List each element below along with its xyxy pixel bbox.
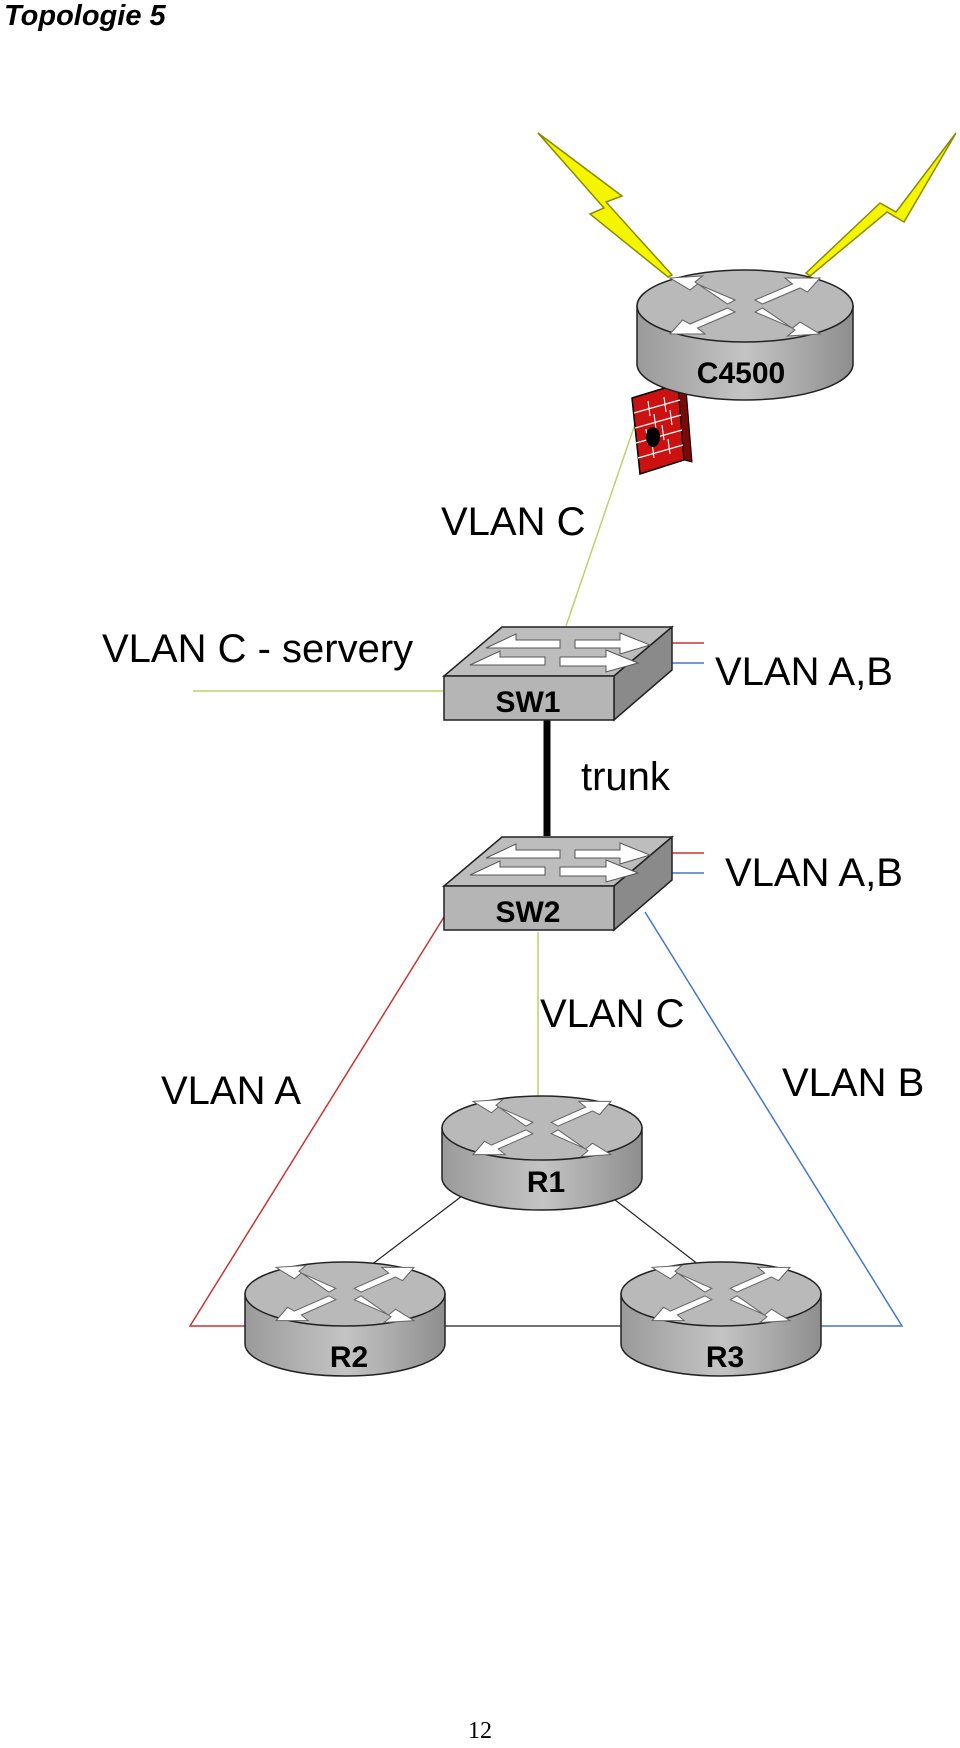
r1-r2-link xyxy=(357,1195,463,1276)
device-label-sw2: SW2 xyxy=(495,896,560,929)
lightning-icon xyxy=(804,132,957,277)
label-vlan-ab-sw2: VLAN A,B xyxy=(725,851,903,895)
label-vlan-a: VLAN A xyxy=(161,1069,301,1113)
router-icon xyxy=(620,1261,822,1377)
device-label-sw1: SW1 xyxy=(495,686,560,719)
vlan-c-uplink xyxy=(565,394,646,627)
label-vlan-c-mid: VLAN C xyxy=(540,992,685,1036)
device-label-c4500: C4500 xyxy=(697,357,785,390)
switch-icon xyxy=(441,625,675,722)
router-icon xyxy=(636,269,854,401)
vlan-b-link xyxy=(644,911,904,1327)
label-vlan-c-top: VLAN C xyxy=(441,500,586,544)
device-label-r2: R2 xyxy=(330,1341,368,1374)
r1-r3-link xyxy=(609,1195,713,1276)
lightning-icon xyxy=(537,132,674,278)
label-trunk: trunk xyxy=(581,755,671,799)
router-icon xyxy=(441,1095,643,1211)
device-label-r1: R1 xyxy=(527,1166,565,1199)
device-label-r3: R3 xyxy=(706,1341,744,1374)
page-number: 12 xyxy=(468,1718,492,1744)
firewall-icon xyxy=(631,383,693,475)
page-title: Topologie 5 xyxy=(4,0,166,32)
vlan-a-link xyxy=(188,916,445,1327)
label-vlan-b: VLAN B xyxy=(782,1061,924,1105)
label-vlan-ab-sw1: VLAN A,B xyxy=(715,650,893,694)
switch-icon xyxy=(441,835,675,932)
label-vlan-c-servery: VLAN C - servery xyxy=(102,627,413,671)
router-icon xyxy=(244,1261,446,1377)
